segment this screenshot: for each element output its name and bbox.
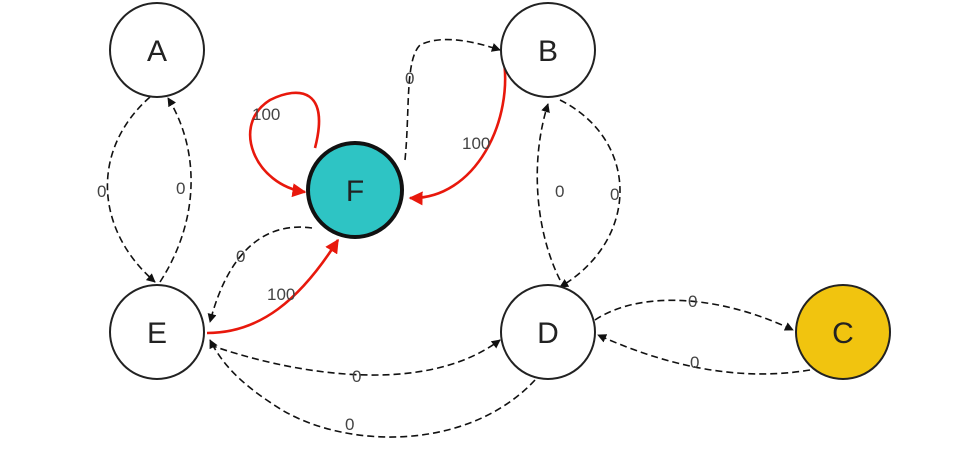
edge-f-self-loop — [249, 91, 321, 198]
edge-label-b-to-d: 0 — [610, 185, 619, 204]
node-e-circle — [109, 284, 205, 380]
edge-label-b-to-f: 100 — [462, 134, 490, 153]
node-a-label: A — [147, 35, 167, 68]
node-d[interactable]: D — [500, 284, 596, 380]
nodes: A B C D E F — [109, 2, 891, 380]
edge-label-f-self-loop: 100 — [252, 105, 280, 124]
edge-label-f-to-b: 0 — [405, 69, 414, 88]
edge-label-e-to-d: 0 — [352, 367, 361, 386]
node-b-label: B — [538, 35, 558, 68]
edge-b-to-d — [559, 99, 621, 288]
node-c-circle — [795, 284, 891, 380]
edge-f-to-e — [207, 226, 313, 323]
edge-label-c-to-d: 0 — [690, 353, 699, 372]
node-b-circle — [500, 2, 596, 98]
node-c-label: C — [832, 317, 854, 350]
edge-label-e-to-f: 100 — [267, 285, 295, 304]
edge-e-to-a — [159, 97, 192, 283]
edge-d-to-c — [594, 299, 794, 331]
node-a[interactable]: A — [109, 2, 205, 98]
node-d-label: D — [537, 317, 559, 350]
edge-label-d-to-e: 0 — [345, 415, 354, 434]
edge-label-f-to-e: 0 — [236, 247, 245, 266]
edges — [106, 38, 811, 438]
edge-d-to-e — [209, 339, 536, 438]
edge-c-to-d — [597, 334, 811, 375]
edge-b-to-f — [408, 54, 507, 206]
edge-label-e-to-a: 0 — [176, 179, 185, 198]
edge-e-to-d — [209, 339, 501, 376]
node-f-circle — [306, 141, 404, 239]
node-e-label: E — [147, 317, 167, 350]
edge-e-to-f — [206, 238, 340, 335]
node-f[interactable]: F — [306, 141, 404, 239]
node-c[interactable]: C — [795, 284, 891, 380]
edge-labels: 0 0 0 100 100 0 100 0 0 0 0 0 0 — [97, 69, 699, 434]
node-b[interactable]: B — [500, 2, 596, 98]
edge-a-to-e — [106, 96, 156, 283]
edge-label-d-to-b: 0 — [555, 182, 564, 201]
edge-label-a-to-e: 0 — [97, 182, 106, 201]
node-d-circle — [500, 284, 596, 380]
edge-label-d-to-c: 0 — [688, 292, 697, 311]
node-a-circle — [109, 2, 205, 98]
node-e[interactable]: E — [109, 284, 205, 380]
edge-d-to-b — [536, 103, 561, 281]
edge-f-to-b — [404, 38, 501, 161]
node-f-label: F — [346, 175, 364, 208]
